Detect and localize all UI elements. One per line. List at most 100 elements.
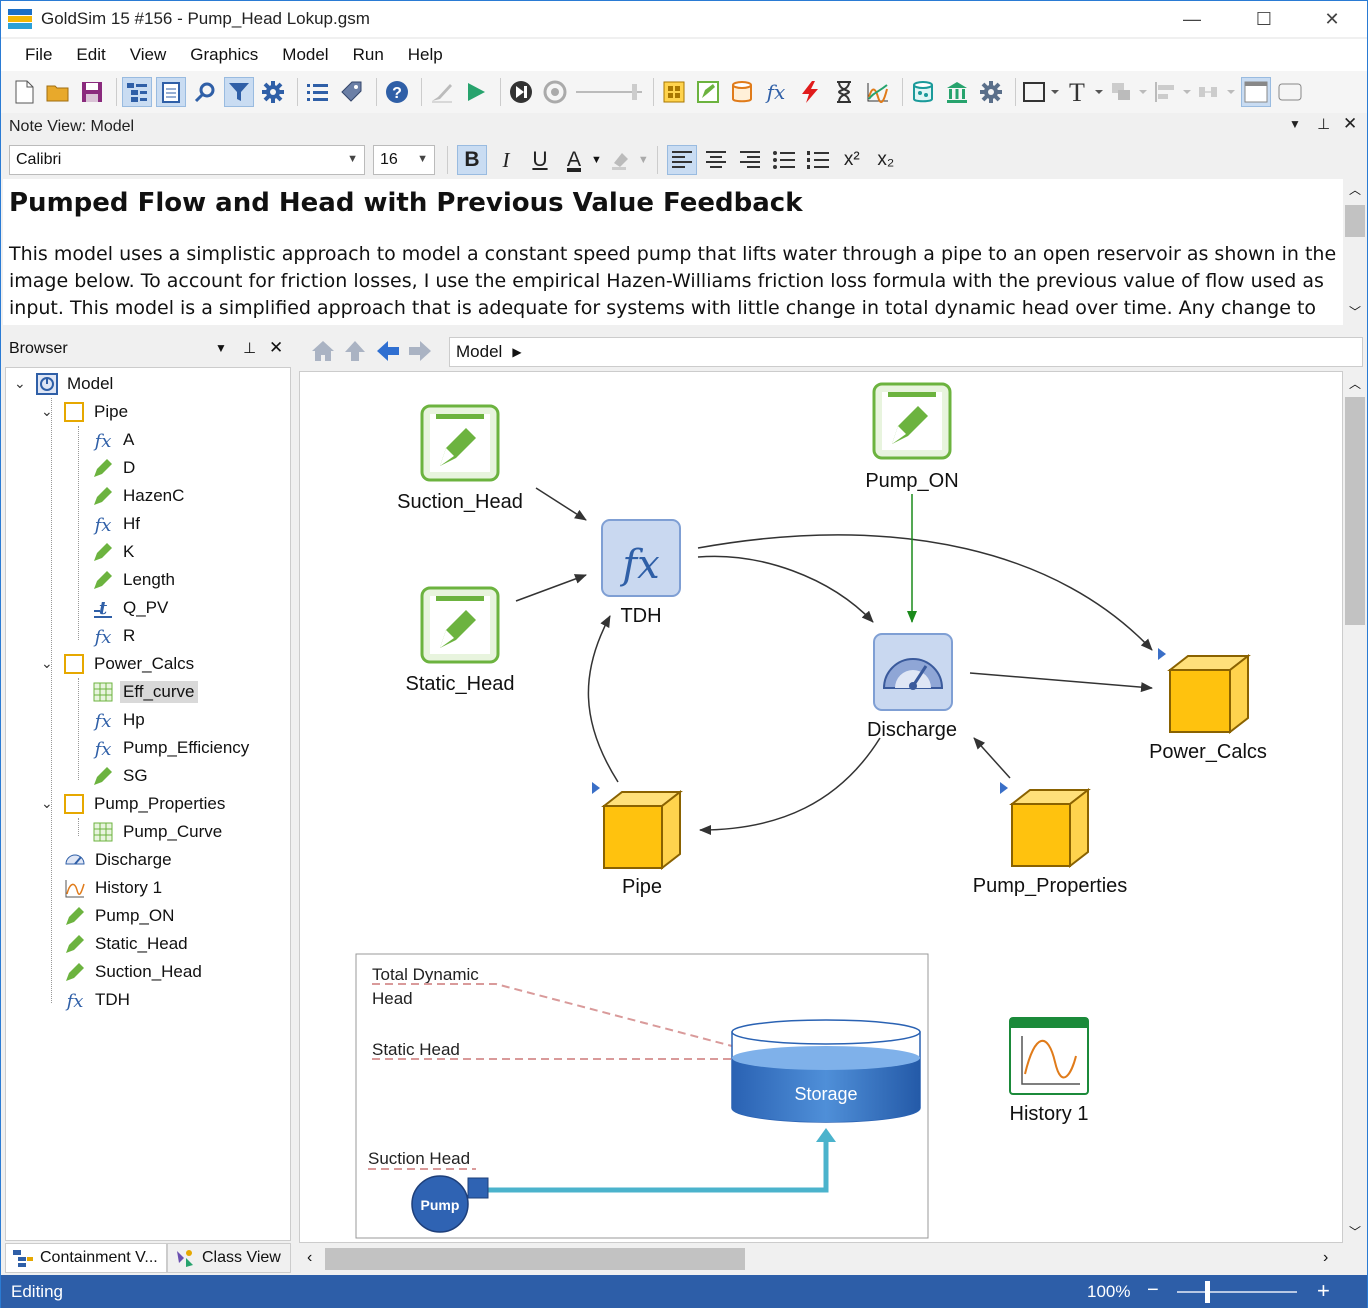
expression-element-icon[interactable]: fx xyxy=(761,77,791,107)
tree-item-history-1[interactable]: History 1 xyxy=(64,874,165,902)
note-scrollbar[interactable]: ︿ ﹀ xyxy=(1343,179,1367,325)
bold-button[interactable]: B xyxy=(457,145,487,175)
node-static-head[interactable]: Static_Head xyxy=(406,586,515,695)
zoom-slider-track[interactable] xyxy=(1177,1291,1297,1293)
tab-containment-view[interactable]: Containment V... xyxy=(5,1243,167,1273)
browser-dropdown-icon[interactable]: ▼ xyxy=(215,341,227,355)
node-history-1[interactable]: History 1 xyxy=(1009,1017,1089,1125)
tab-class-view[interactable]: Class View xyxy=(167,1243,291,1273)
close-button[interactable]: ✕ xyxy=(1324,8,1340,29)
tree-item-hf[interactable]: fx Hf xyxy=(92,510,143,538)
stochastic-element-icon[interactable] xyxy=(908,77,938,107)
tag-icon[interactable] xyxy=(337,77,367,107)
node-suction-head[interactable]: Suction_Head xyxy=(397,404,523,513)
tree-item-q-pv[interactable]: t Q_PV xyxy=(92,594,171,622)
back-arrow-icon[interactable] xyxy=(375,339,401,363)
italic-button[interactable]: I xyxy=(502,147,510,172)
filter-icon[interactable] xyxy=(224,77,254,107)
result-chart-icon[interactable] xyxy=(863,77,893,107)
tree-item-d[interactable]: D xyxy=(92,454,138,482)
tree-item-power-calcs[interactable]: ⌄ Power_Calcs xyxy=(41,650,197,678)
edit-mode-icon[interactable] xyxy=(427,77,457,107)
list-icon[interactable] xyxy=(303,77,333,107)
tree-item-pump-properties[interactable]: ⌄ Pump_Properties xyxy=(41,790,228,818)
tree-item-tdh[interactable]: fx TDH xyxy=(64,986,133,1014)
minimize-button[interactable]: — xyxy=(1183,8,1201,29)
model-graph-canvas[interactable]: Suction_Head Static_Head fx TDH xyxy=(300,372,1342,1242)
node-tdh[interactable]: fx TDH xyxy=(601,519,681,627)
scroll-right-icon[interactable]: › xyxy=(1323,1249,1329,1266)
bullet-list-icon[interactable] xyxy=(769,145,799,175)
search-icon[interactable] xyxy=(190,77,220,107)
scroll-left-icon[interactable]: ‹ xyxy=(307,1249,313,1266)
subscript-button[interactable]: x₂ xyxy=(877,149,895,170)
align-icon[interactable] xyxy=(1153,77,1193,107)
node-power-calcs[interactable]: Power_Calcs xyxy=(1149,648,1267,763)
scroll-up-icon[interactable]: ︿ xyxy=(1349,377,1362,391)
graphics-pane[interactable]: Suction_Head Static_Head fx TDH xyxy=(299,371,1343,1243)
text-tool-icon[interactable]: T xyxy=(1065,77,1105,107)
highlight-color-icon[interactable] xyxy=(606,145,636,175)
financial-module-icon[interactable] xyxy=(942,77,972,107)
scroll-down-icon[interactable]: ﹀ xyxy=(1349,305,1362,319)
tree-item-suction-head[interactable]: Suction_Head xyxy=(64,958,205,986)
align-right-icon[interactable] xyxy=(735,145,765,175)
node-pump-properties[interactable]: Pump_Properties xyxy=(973,782,1128,897)
save-icon[interactable] xyxy=(77,77,107,107)
help-icon[interactable]: ? xyxy=(382,77,412,107)
zoom-in-button[interactable]: + xyxy=(1317,1278,1330,1303)
tree-item-pump-on[interactable]: Pump_ON xyxy=(64,902,177,930)
run-icon[interactable] xyxy=(461,77,491,107)
superscript-button[interactable]: x² xyxy=(843,149,860,170)
tree-item-k[interactable]: K xyxy=(92,538,137,566)
pin-icon[interactable]: ⊥ xyxy=(243,340,257,357)
tree-item-sg[interactable]: SG xyxy=(92,762,151,790)
browser-tree[interactable]: ⌄ Model ⌄ Pipe fx A D HazenC fx Hf K xyxy=(5,367,291,1241)
up-arrow-icon[interactable] xyxy=(343,339,367,363)
chevron-down-icon[interactable]: ⌄ xyxy=(41,655,53,671)
new-file-icon[interactable] xyxy=(9,77,39,107)
node-pipe[interactable]: Pipe xyxy=(592,782,683,898)
tree-item-a[interactable]: fx A xyxy=(92,426,137,454)
scroll-up-icon[interactable]: ︿ xyxy=(1349,183,1362,197)
node-pump-on[interactable]: Pump_ON xyxy=(865,382,959,492)
tree-item-length[interactable]: Length xyxy=(92,566,178,594)
arrange-icon[interactable] xyxy=(1109,77,1149,107)
open-folder-icon[interactable] xyxy=(43,77,73,107)
menu-view[interactable]: View xyxy=(129,45,167,64)
settings-cog-icon[interactable] xyxy=(976,77,1006,107)
menu-run[interactable]: Run xyxy=(352,45,384,64)
underline-button[interactable]: U xyxy=(532,148,548,171)
tree-item-model[interactable]: ⌄ Model xyxy=(14,370,116,398)
data-element-icon[interactable] xyxy=(693,77,723,107)
forward-arrow-icon[interactable] xyxy=(407,339,433,363)
tree-item-r[interactable]: fx R xyxy=(92,622,138,650)
menu-help[interactable]: Help xyxy=(407,45,443,64)
pin-icon[interactable]: ⊥ xyxy=(1317,116,1331,133)
align-left-icon[interactable] xyxy=(666,145,697,175)
tree-item-pump-efficiency[interactable]: fx Pump_Efficiency xyxy=(92,734,252,762)
reservoir-element-icon[interactable] xyxy=(727,77,757,107)
chevron-down-icon[interactable]: ⌄ xyxy=(41,403,53,419)
note-scrollbar-thumb[interactable] xyxy=(1345,205,1365,237)
tree-item-static-head[interactable]: Static_Head xyxy=(64,930,191,958)
graphics-vscroll-thumb[interactable] xyxy=(1345,397,1365,625)
draw-rectangle-icon[interactable] xyxy=(1021,77,1061,107)
home-icon[interactable] xyxy=(311,339,335,363)
menu-graphics[interactable]: Graphics xyxy=(190,45,259,64)
breadcrumb-chevron-icon[interactable]: ▶ xyxy=(512,345,522,359)
chevron-down-icon[interactable]: ▼ xyxy=(591,154,602,166)
note-editor[interactable]: Pumped Flow and Head with Previous Value… xyxy=(3,179,1343,325)
step-icon[interactable] xyxy=(506,77,536,107)
note-view-icon[interactable] xyxy=(156,77,186,107)
browser-toggle-icon[interactable] xyxy=(122,77,152,107)
reset-icon[interactable] xyxy=(540,77,570,107)
tree-item-pump-curve[interactable]: Pump_Curve xyxy=(92,818,225,846)
tree-item-discharge[interactable]: Discharge xyxy=(64,846,175,874)
layout-view-icon[interactable] xyxy=(1241,77,1271,107)
breadcrumb[interactable]: Model ▶ xyxy=(449,337,1363,367)
tree-item-eff-curve[interactable]: Eff_curve xyxy=(92,678,198,706)
tree-item-pipe[interactable]: ⌄ Pipe xyxy=(41,398,131,426)
chevron-down-icon[interactable]: ⌄ xyxy=(41,795,53,811)
chevron-down-icon[interactable]: ▼ xyxy=(637,154,649,166)
